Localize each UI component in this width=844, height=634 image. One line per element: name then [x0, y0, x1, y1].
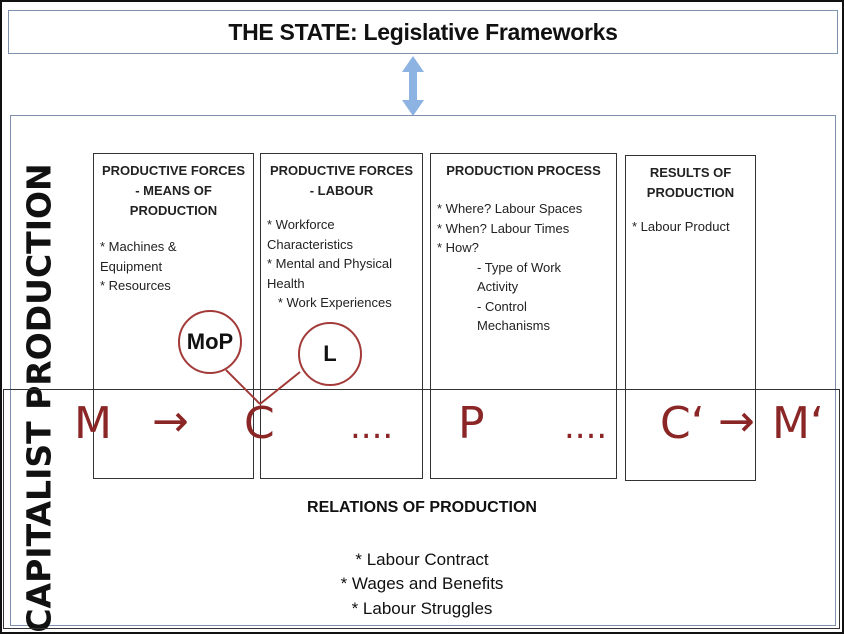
flow-c: C — [244, 398, 275, 449]
box-item: * When? Labour Times — [437, 220, 570, 236]
box-item: * Where? Labour Spaces — [437, 201, 583, 216]
flow-arrow-icon: → — [718, 396, 755, 447]
flow-arrow-icon: → — [152, 396, 189, 447]
flow-m: M — [74, 398, 112, 449]
box-item: * Resources — [100, 278, 171, 293]
double-arrow-icon — [402, 56, 424, 116]
box-item: Health — [267, 275, 305, 291]
flow-m-prime: M‘ — [772, 398, 824, 449]
box-title: PRODUCTIVE FORCES- LABOUR — [269, 163, 413, 198]
relations-item: * Labour Contract — [355, 550, 489, 569]
box-item: * Machines & — [100, 239, 177, 254]
box-item: * Mental and Physical — [267, 256, 393, 271]
box-subitem: - Type of Work — [477, 259, 562, 275]
flow-dots: .... — [564, 407, 608, 447]
box-production-process: PRODUCTION PROCESS * Where? Labour Space… — [430, 153, 617, 479]
flow-c-prime: C‘ — [660, 398, 705, 449]
box-title: PRODUCTION PROCESS — [446, 163, 601, 178]
box-item: Equipment — [100, 258, 163, 274]
box-item: * Work Experiences — [267, 295, 392, 310]
box-subitem: Mechanisms — [477, 318, 550, 333]
box-item: Characteristics — [267, 236, 353, 252]
box-labour: PRODUCTIVE FORCES- LABOUR * Workforce Ch… — [260, 153, 423, 479]
box-subitem: Activity — [477, 279, 519, 294]
circle-mop: MoP — [178, 310, 242, 374]
state-box: THE STATE: Legislative Frameworks — [8, 10, 838, 54]
relations-item: * Wages and Benefits — [340, 574, 504, 593]
box-subitem: - Control — [477, 298, 527, 314]
box-item: * Labour Product — [632, 219, 730, 234]
relations-title: RELATIONS OF PRODUCTION — [307, 499, 537, 516]
circle-l: L — [298, 322, 362, 386]
state-title: THE STATE: Legislative Frameworks — [228, 18, 618, 45]
relations-item: * Labour Struggles — [351, 599, 493, 618]
capitalist-production-box — [10, 115, 836, 626]
relations-band — [3, 389, 840, 629]
box-item: * How? — [437, 240, 479, 255]
flow-dots: .... — [350, 407, 394, 447]
box-item: * Workforce — [267, 217, 335, 232]
flow-p: P — [458, 398, 485, 449]
